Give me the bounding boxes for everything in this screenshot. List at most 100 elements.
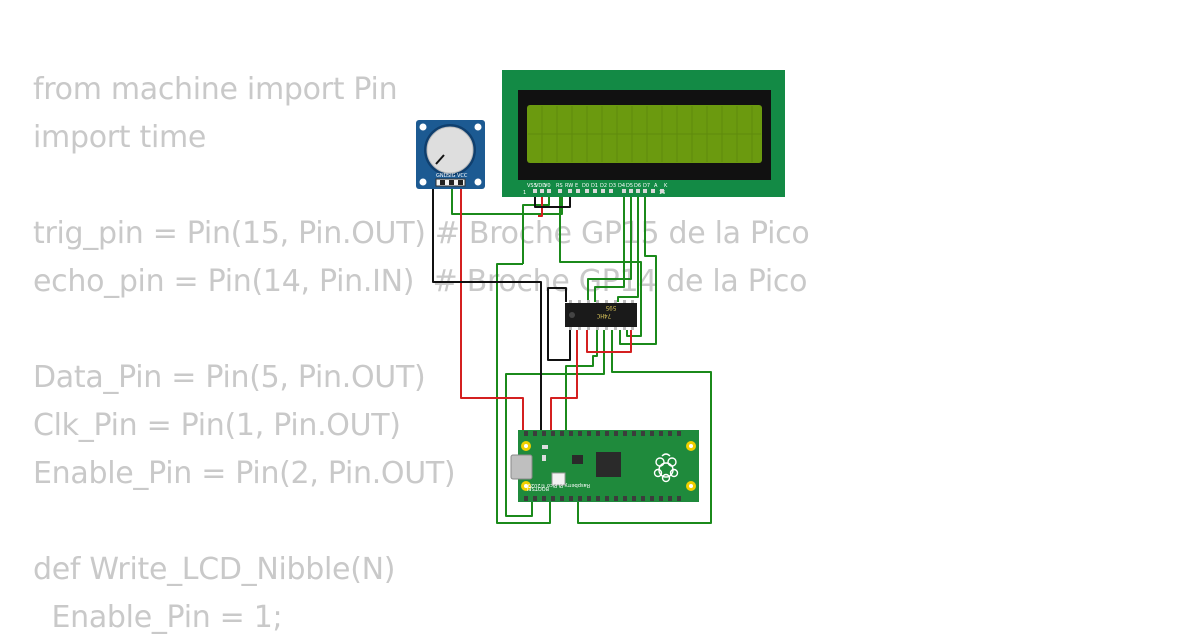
lcd-pin[interactable]	[660, 189, 664, 193]
code-line-9: Enable_Pin = Pin(2, Pin.OUT)	[33, 456, 456, 491]
lcd-pin-label: D3	[609, 183, 616, 189]
lcd-pin[interactable]	[547, 189, 551, 193]
potentiometer[interactable]: GND SIG VCC	[416, 120, 485, 189]
wire-black-sr-gnd[interactable]	[547, 287, 571, 361]
lcd-pin-label: D7	[643, 183, 650, 189]
pico-mounting-hole-icon	[689, 484, 693, 488]
pot-pin-label-gnd: GND	[436, 173, 448, 179]
wire-green-left-loop[interactable]	[505, 330, 605, 517]
lcd-pin[interactable]	[585, 189, 589, 193]
chip-pins-bottom	[569, 326, 634, 330]
lcd-pin-label: V0	[544, 183, 551, 189]
lcd-pin[interactable]	[643, 189, 647, 193]
pico-silkscreen-label: Raspberry Pi Pico ©2020	[528, 482, 590, 489]
pot-pin-label-sig: SIG	[447, 173, 456, 179]
chip-label-line-1: 74HC	[596, 312, 611, 319]
lcd-pin[interactable]	[558, 189, 562, 193]
lcd-pin-label: RS	[556, 183, 563, 189]
wire-green-lcd-d4[interactable]	[594, 192, 625, 302]
chip-body	[565, 303, 637, 327]
wire-red-pot-vcc[interactable]	[460, 183, 524, 440]
lcd-pin[interactable]	[568, 189, 572, 193]
wire-green-sr-right[interactable]	[577, 330, 712, 524]
wire-green-lcd-rs[interactable]	[559, 192, 642, 337]
smd-component-icon	[542, 455, 546, 461]
code-line-2: import time	[33, 120, 207, 155]
usb-port-icon[interactable]	[510, 454, 533, 480]
bootsel-button[interactable]	[551, 472, 566, 486]
code-line-7: Data_Pin = Pin(5, Pin.OUT)	[33, 360, 426, 395]
lcd-pin-label: D6	[634, 183, 641, 189]
mounting-hole-icon	[474, 178, 482, 186]
pot-pin-sig[interactable]	[449, 180, 454, 185]
chip-notch-icon	[569, 312, 575, 318]
lcd-character-grid	[528, 106, 761, 162]
raspberry-logo-icon	[653, 453, 679, 483]
pico-header-pins-top	[524, 431, 681, 436]
chip-label-line-2: 595	[605, 304, 616, 311]
wire-green-outer-left[interactable]	[496, 263, 551, 524]
lcd-pin-number-first: 1	[523, 190, 526, 196]
pot-pin-vcc[interactable]	[458, 180, 463, 185]
wire-green-lcd-d6[interactable]	[617, 192, 639, 302]
pico-mounting-hole-icon	[524, 444, 528, 448]
wire-black-pot-gnd[interactable]	[432, 182, 542, 440]
wire-red-lcd-vdd[interactable]	[538, 192, 543, 217]
lcd-pin-label: VDD	[535, 183, 546, 189]
lcd-pin[interactable]	[576, 189, 580, 193]
mounting-hole-icon	[419, 123, 427, 131]
wires	[432, 182, 712, 524]
lcd-pin[interactable]	[651, 189, 655, 193]
chip-pins-top	[569, 300, 634, 304]
lcd-pin[interactable]	[533, 189, 537, 193]
pot-pin-label-vcc: VCC	[457, 173, 468, 179]
lcd-pin-labels: VSS VDD V0 RS RW E D0 D1 D2 D3 D4 D5 D6 …	[527, 183, 668, 189]
flash-chip-icon	[572, 455, 583, 464]
lcd-pin-label: A	[654, 183, 658, 189]
code-line-11: def Write_LCD_Nibble(N)	[33, 552, 396, 587]
wire-green-lcd-d7[interactable]	[619, 192, 657, 345]
lcd-pin-header	[533, 189, 664, 193]
knob-indicator-icon	[435, 154, 445, 165]
lcd-pin-label: E	[575, 183, 578, 189]
shift-register-74hc595[interactable]: 595 74HC	[565, 300, 637, 330]
lcd-pin-label: VSS	[527, 183, 537, 189]
code-line-5: echo_pin = Pin(14, Pin.IN) # Broche GP14…	[33, 264, 808, 299]
lcd-pin-label: D2	[600, 183, 607, 189]
lcd-pin[interactable]	[540, 189, 544, 193]
pico-mounting-hole-icon	[689, 444, 693, 448]
wire-red-sr-vcc[interactable]	[550, 330, 578, 440]
mounting-hole-icon	[474, 123, 482, 131]
wire-red-sr-mr[interactable]	[586, 330, 632, 353]
lcd-pin-label: D0	[582, 183, 589, 189]
pico-header-pins-bottom	[524, 496, 681, 501]
code-editor-background: from machine import Pin import time trig…	[33, 66, 810, 642]
code-line-8: Clk_Pin = Pin(1, Pin.OUT)	[33, 408, 401, 443]
lcd-pin-label: D1	[591, 183, 598, 189]
lcd-pin[interactable]	[601, 189, 605, 193]
pico-mounting-hole-icon	[524, 484, 528, 488]
lcd-pin-label: D4	[618, 183, 625, 189]
bootsel-label: BOOTSEL	[525, 485, 549, 491]
code-line-4: trig_pin = Pin(15, Pin.OUT) # Broche GP1…	[33, 216, 810, 251]
rp2040-chip-icon	[596, 452, 621, 477]
pot-pin-gnd[interactable]	[440, 180, 445, 185]
lcd-pin[interactable]	[636, 189, 640, 193]
lcd-16x2[interactable]: 1 16 VSS VDD V0 RS RW E D0 D1 D2 D3 D4 D…	[502, 70, 785, 197]
lcd-pin[interactable]	[609, 189, 613, 193]
lcd-pin-label: RW	[565, 183, 573, 189]
wire-green-lcd-d5[interactable]	[587, 192, 632, 302]
raspberry-pi-pico[interactable]: BOOTSEL Raspberry Pi Pico ©2020	[510, 430, 699, 502]
lcd-pin[interactable]	[622, 189, 626, 193]
lcd-pin[interactable]	[593, 189, 597, 193]
lcd-pin-label: D5	[626, 183, 633, 189]
potentiometer-knob[interactable]	[426, 126, 474, 174]
wire-green-pot-lcd[interactable]	[451, 183, 563, 215]
wire-black-lcd-vss[interactable]	[534, 192, 571, 208]
smd-component-icon	[542, 445, 548, 449]
code-line-1: from machine import Pin	[33, 72, 398, 107]
lcd-pin[interactable]	[629, 189, 633, 193]
lcd-pin-label: K	[664, 183, 668, 189]
mounting-hole-icon	[419, 178, 427, 186]
